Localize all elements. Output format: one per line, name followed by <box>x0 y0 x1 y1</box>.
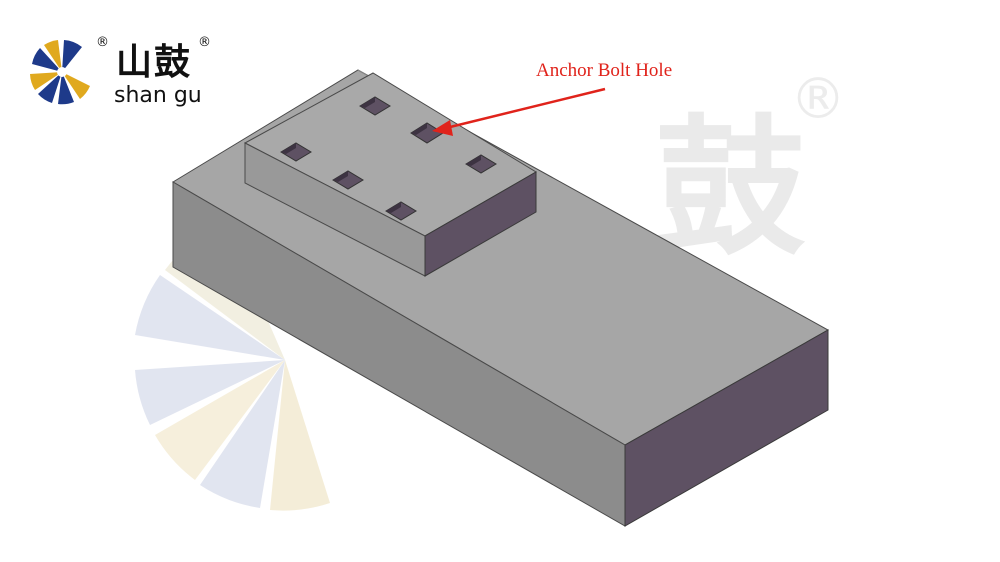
watermark-fan-icon <box>135 222 330 511</box>
brand-logo: 山鼓 ® ® shan gu <box>30 35 211 108</box>
arrow-head-icon <box>432 120 453 136</box>
fan-logo-icon <box>30 40 90 105</box>
logo-registered-mark-right: ® <box>198 35 211 50</box>
watermark-chinese-text: 鼓 <box>655 100 806 276</box>
anchor-bolt-hole <box>410 122 444 144</box>
anchor-bolt-holes <box>280 96 497 221</box>
anchor-bolt-hole <box>465 154 497 174</box>
anchor-bolt-hole <box>280 142 312 162</box>
anchor-bolt-hole <box>332 170 364 190</box>
watermark-registered-mark: ® <box>790 67 846 132</box>
anchor-bolt-hole <box>385 201 417 221</box>
annotation-label: Anchor Bolt Hole <box>536 60 672 81</box>
logo-registered-mark: ® <box>96 35 109 50</box>
watermark: 鼓 ® <box>135 67 846 511</box>
block-side-face <box>624 329 829 527</box>
annotation-arrow <box>445 87 606 130</box>
logo-english-text: shan gu <box>114 83 202 108</box>
base-plate <box>243 72 537 277</box>
logo-chinese-text: 山鼓 <box>116 41 192 83</box>
annotation: Anchor Bolt Hole <box>432 60 672 136</box>
plate-side-face <box>424 171 537 277</box>
anchor-bolt-hole <box>359 96 391 116</box>
